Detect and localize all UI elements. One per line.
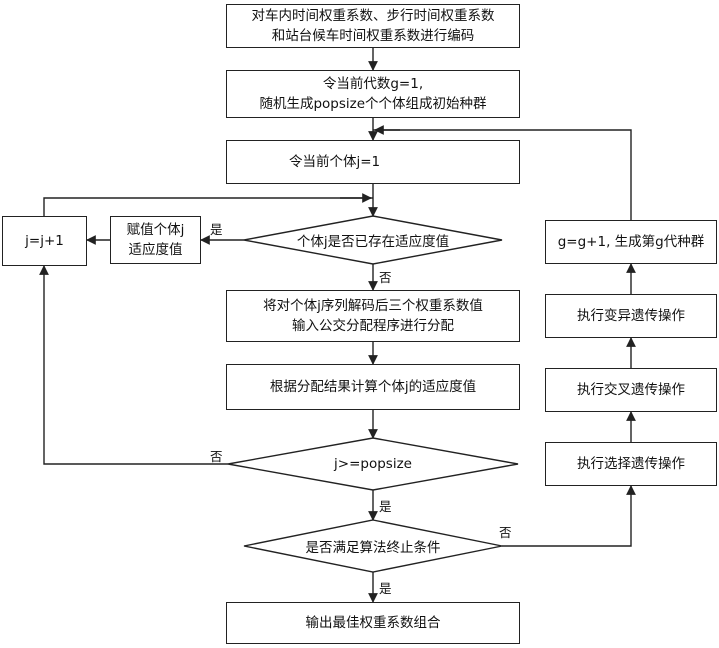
node-assign-fitness: 赋值个体j 适应度值	[110, 216, 201, 264]
label-popsize-yes: 是	[379, 499, 392, 514]
label-termination-yes: 是	[379, 581, 392, 596]
label-popsize-no: 否	[210, 449, 223, 464]
node-crossover: 执行交叉遗传操作	[545, 368, 717, 412]
node-j-increment: j=j+1	[2, 216, 87, 266]
label-exists-no: 否	[379, 270, 392, 285]
node-encode: 对车内时间权重系数、步行时间权重系数 和站台候车时间权重系数进行编码	[226, 4, 520, 48]
edge-jinc-loop	[43, 197, 373, 216]
label-termination-no: 否	[499, 525, 512, 540]
label-exists-yes: 是	[210, 222, 223, 237]
diamond-check-popsize	[227, 437, 519, 491]
diamond-check-termination	[243, 519, 503, 573]
node-new-generation: g=g+1, 生成第g代种群	[545, 220, 717, 264]
node-set-j: 令当前个体j=1	[226, 140, 520, 184]
node-output-best: 输出最佳权重系数组合	[226, 602, 520, 644]
node-selection: 执行选择遗传操作	[545, 442, 717, 486]
node-check-popsize: j>=popsize	[334, 456, 412, 472]
node-init-population: 令当前代数g=1, 随机生成popsize个个体组成初始种群	[226, 70, 520, 118]
diamond-check-exists	[243, 215, 503, 265]
edge-popsize-no	[39, 265, 228, 465]
node-mutation: 执行变异遗传操作	[545, 294, 717, 338]
node-calc-fitness: 根据分配结果计算个体j的适应度值	[226, 364, 520, 410]
node-decode-assign: 将对个体j序列解码后三个权重系数值 输入公交分配程序进行分配	[226, 290, 520, 342]
edge-termination-no	[502, 485, 636, 547]
node-check-exists: 个体j是否已存在适应度值	[296, 234, 450, 250]
node-check-termination: 是否满足算法终止条件	[305, 540, 441, 556]
edge-newgen-loop	[373, 129, 632, 220]
